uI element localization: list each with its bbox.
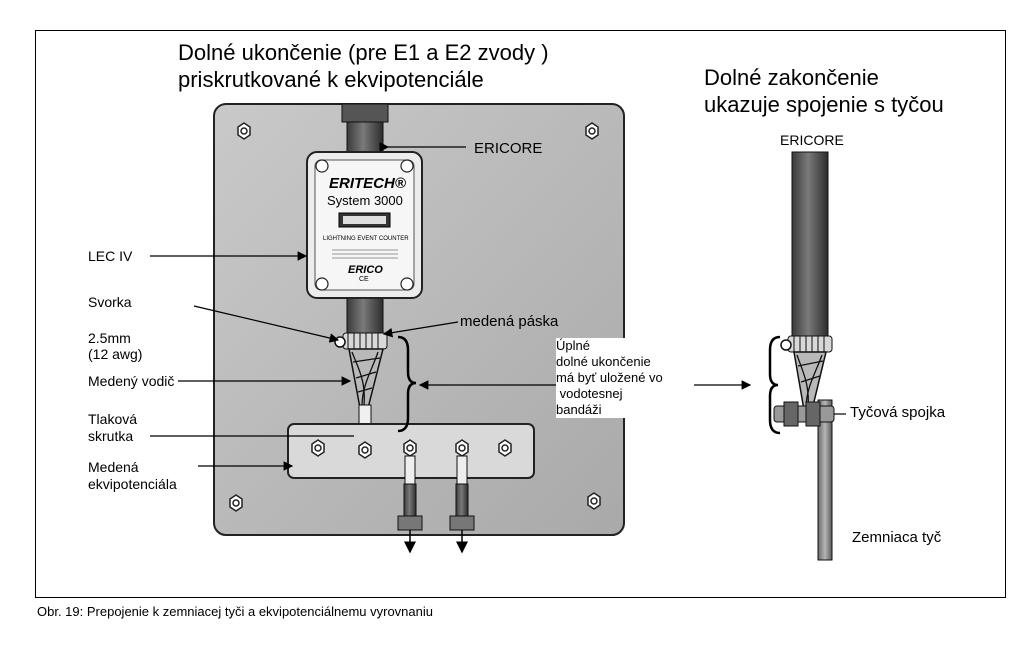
- label-ekvi-line1: Medená: [88, 459, 139, 475]
- device-model: System 3000: [327, 193, 403, 208]
- figure-frame: [35, 30, 1006, 598]
- title-left-line1: Dolné ukončenie (pre E1 a E2 zvody ): [178, 40, 549, 65]
- lec-counter-box: [306, 151, 423, 299]
- brace-left: [397, 335, 417, 433]
- ground-rod: [817, 399, 833, 561]
- note-line2: dolné ukončenie: [556, 354, 651, 369]
- note-line3: má byť uložené vo: [556, 370, 663, 385]
- label-ericore-right: ERICORE: [780, 132, 844, 148]
- label-zemniaca: Zemniaca tyč: [852, 529, 942, 546]
- title-right-line1: Dolné zakončenie: [704, 65, 879, 90]
- clamp-screw: [334, 336, 346, 348]
- label-lec: LEC IV: [88, 248, 133, 264]
- label-vodic: Medený vodič: [88, 373, 175, 389]
- note-line5: bandáži: [556, 402, 602, 417]
- label-svorka: Svorka: [88, 294, 132, 310]
- label-ericore-left: ERICORE: [474, 140, 543, 157]
- device-subtitle: LIGHTNING EVENT COUNTER: [323, 236, 409, 242]
- title-right-line2: ukazuje spojenie s tyčou: [704, 92, 944, 117]
- note-line1: Úplné: [556, 338, 590, 353]
- device-brand: ERITECH®: [329, 175, 406, 192]
- label-medena-paska: medená páska: [460, 313, 559, 330]
- label-size-line1: 2.5mm: [88, 330, 131, 346]
- note-line4: vodotesnej: [556, 386, 623, 401]
- label-ekvi-line2: ekvipotenciála: [88, 476, 177, 492]
- device-maker: ERICO: [348, 264, 383, 276]
- label-tlakova-line2: skrutka: [88, 428, 134, 444]
- label-size-line2: (12 awg): [88, 346, 143, 362]
- label-spojka: Tyčová spojka: [850, 404, 946, 421]
- exit-conductors: [397, 455, 475, 554]
- figure-caption: Obr. 19: Prepojenie k zemniacej tyči a e…: [37, 604, 433, 619]
- label-tlakova-line1: Tlaková: [88, 411, 138, 427]
- note-block: Úplné dolné ukončenie má byť uložené vo …: [556, 338, 692, 418]
- device-mark: CE: [359, 276, 369, 283]
- right-ground-assembly: [768, 151, 835, 561]
- copper-tape: [342, 332, 388, 350]
- ericore-cable-right: [791, 151, 829, 343]
- plate-screws: [229, 122, 601, 512]
- title-left-line2: priskrutkované k ekvipotenciále: [178, 67, 484, 92]
- rod-clamp: [773, 405, 835, 423]
